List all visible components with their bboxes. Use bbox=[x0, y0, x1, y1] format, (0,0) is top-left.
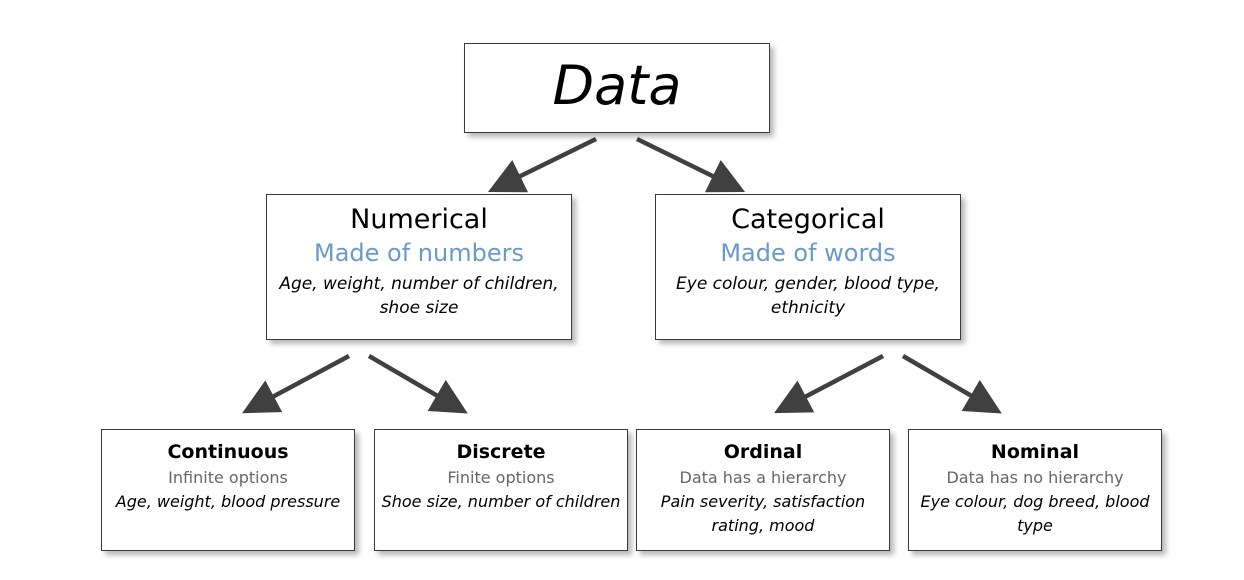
ordinal-examples: Pain severity, satisfaction rating, mood bbox=[660, 492, 866, 535]
discrete-subtitle: Finite options bbox=[447, 468, 555, 487]
arrow-numerical-to-continuous bbox=[242, 354, 351, 414]
numerical-subtitle: Made of numbers bbox=[314, 239, 524, 267]
ordinal-box: Ordinal Data has a hierarchy Pain severi… bbox=[636, 429, 890, 551]
nominal-subtitle: Data has no hierarchy bbox=[946, 468, 1124, 487]
nominal-title: Nominal bbox=[990, 441, 1080, 463]
numerical-title: Numerical bbox=[350, 204, 488, 235]
nominal-box: Nominal Data has no hierarchy Eye colour… bbox=[908, 429, 1162, 551]
numerical-box: Numerical Made of numbers Age, weight, n… bbox=[266, 194, 572, 340]
categorical-box: Categorical Made of words Eye colour, ge… bbox=[655, 194, 961, 340]
categorical-subtitle: Made of words bbox=[720, 239, 896, 267]
arrow-categorical-to-ordinal bbox=[774, 354, 885, 414]
discrete-examples: Shoe size, number of children bbox=[381, 492, 621, 511]
arrow-data-to-numerical bbox=[487, 136, 597, 193]
discrete-box: Discrete Finite options Shoe size, numbe… bbox=[374, 429, 628, 551]
continuous-title: Continuous bbox=[167, 441, 289, 463]
categorical-title: Categorical bbox=[731, 204, 885, 235]
arrow-numerical-to-discrete bbox=[367, 354, 468, 414]
discrete-title: Discrete bbox=[456, 441, 546, 463]
data-root-box: Data bbox=[464, 43, 770, 133]
data-root-label: Data bbox=[552, 54, 682, 117]
arrow-data-to-categorical bbox=[636, 136, 746, 193]
ordinal-subtitle: Data has a hierarchy bbox=[679, 468, 847, 487]
nominal-examples: Eye colour, dog breed, blood type bbox=[920, 492, 1150, 535]
ordinal-title: Ordinal bbox=[723, 441, 803, 463]
continuous-box: Continuous Infinite options Age, weight,… bbox=[101, 429, 355, 551]
continuous-examples: Age, weight, blood pressure bbox=[115, 492, 341, 511]
continuous-subtitle: Infinite options bbox=[168, 468, 288, 487]
categorical-examples: Eye colour, gender, blood type, ethnicit… bbox=[676, 274, 940, 318]
numerical-examples: Age, weight, number of children, shoe si… bbox=[279, 274, 559, 318]
arrow-categorical-to-nominal bbox=[901, 354, 1002, 414]
